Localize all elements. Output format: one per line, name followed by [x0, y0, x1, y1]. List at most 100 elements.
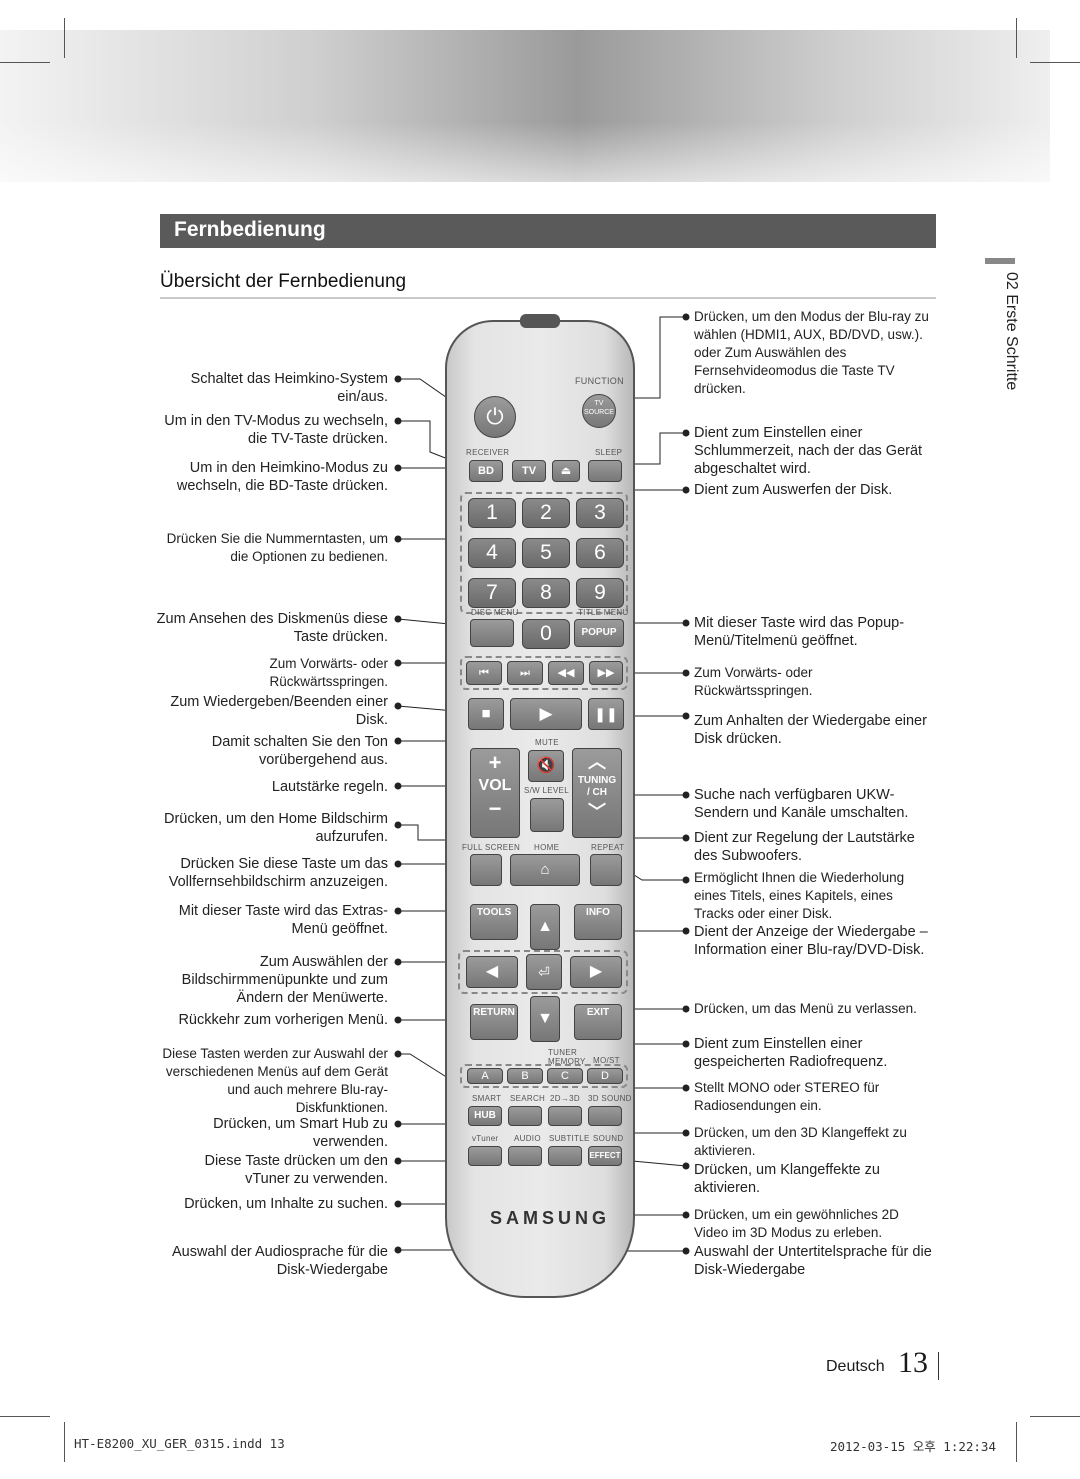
3d-sound-label: 3D SOUND: [588, 1094, 632, 1103]
stop-button[interactable]: ■: [468, 698, 504, 730]
exit-button[interactable]: EXIT: [574, 1004, 622, 1040]
label-bd-mode: Um in den Heimkino-Modus zu wechseln, di…: [176, 460, 388, 494]
crop-mark: [64, 18, 65, 58]
2d3d-label: 2D→3D: [550, 1094, 580, 1103]
sleep-button[interactable]: [588, 460, 622, 482]
label-audio: Auswahl der Audiosprache für die Disk-Wi…: [171, 1244, 388, 1278]
power-button[interactable]: ⏻: [474, 396, 516, 438]
label-search: Drücken, um Inhalte zu suchen.: [184, 1196, 388, 1212]
c-button[interactable]: C: [547, 1068, 583, 1084]
color-keys-frame: [460, 1064, 628, 1088]
number-7-button[interactable]: 7: [468, 578, 516, 608]
eject-button[interactable]: ⏏: [552, 460, 580, 482]
return-button[interactable]: RETURN: [470, 1004, 518, 1040]
mo-st-label: MO/ST: [593, 1056, 620, 1065]
tools-button[interactable]: TOOLS: [470, 904, 518, 940]
label-full-screen: Drücken Sie diese Taste um das Vollferns…: [168, 856, 388, 890]
effect-button[interactable]: EFFECT: [588, 1146, 622, 1166]
number-6-button[interactable]: 6: [576, 538, 624, 568]
skip-forward-button[interactable]: ⏭: [507, 661, 543, 685]
rewind-button[interactable]: ◀◀: [548, 661, 584, 685]
home-label: HOME: [534, 843, 560, 852]
label-subtitle: Auswahl der Untertitelsprache für die Di…: [694, 1244, 932, 1278]
function-button[interactable]: TV SOURCE: [582, 394, 616, 428]
function-label: FUNCTION: [575, 376, 624, 386]
play-button[interactable]: ▶: [510, 698, 582, 730]
pause-button[interactable]: ❚❚: [588, 698, 624, 730]
fast-forward-button[interactable]: ▶▶: [589, 661, 623, 685]
left-arrow-button[interactable]: ◀: [466, 956, 518, 988]
disc-menu-button[interactable]: [470, 619, 514, 647]
crop-mark: [0, 62, 50, 63]
bd-button[interactable]: BD: [469, 460, 503, 482]
up-arrow-button[interactable]: ▲: [530, 904, 560, 950]
page-number-rule: [938, 1352, 939, 1380]
number-4-button[interactable]: 4: [468, 538, 516, 568]
b-button[interactable]: B: [507, 1068, 543, 1084]
number-3-button[interactable]: 3: [576, 498, 624, 528]
skip-back-button[interactable]: ⏮: [466, 661, 502, 685]
number-1-button[interactable]: 1: [468, 498, 516, 528]
tuning-rocker[interactable]: ︿ TUNING / CH ﹀: [572, 748, 622, 838]
label-volume: Lautstärke regeln.: [271, 779, 388, 795]
d-button[interactable]: D: [587, 1068, 623, 1084]
label-smart-hub: Drücken, um Smart Hub zu verwenden.: [213, 1116, 388, 1150]
vtuner-button[interactable]: [468, 1146, 502, 1166]
subtitle-rule: [160, 297, 936, 299]
label-skip-right: Zum Vorwärts- oder Rückwärtsspringen.: [694, 665, 813, 698]
crop-mark: [1030, 1416, 1080, 1417]
repeat-label: REPEAT: [591, 843, 625, 852]
return-text: RETURN: [473, 1007, 515, 1018]
header-banner: [0, 30, 1050, 182]
search-label: SEARCH: [510, 1094, 546, 1103]
mute-button[interactable]: 🔇: [528, 750, 564, 782]
label-mo-st: Stellt MONO oder STEREO für Radiosendung…: [694, 1080, 880, 1113]
number-8-button[interactable]: 8: [522, 578, 570, 608]
number-2-button[interactable]: 2: [522, 498, 570, 528]
nav-frame: [458, 950, 628, 994]
2d-3d-button[interactable]: [548, 1106, 582, 1126]
brand-logo: SAMSUNG: [490, 1208, 611, 1228]
sw-level-button[interactable]: [530, 798, 564, 832]
section-bar: [160, 214, 936, 248]
label-power: Schaltet das Heimkino-System ein/aus.: [190, 371, 388, 405]
volume-rocker[interactable]: + VOL −: [470, 748, 520, 838]
tuning-text: TUNING: [577, 775, 617, 786]
crop-mark: [1030, 62, 1080, 63]
tools-text: TOOLS: [476, 907, 512, 918]
search-button[interactable]: [508, 1106, 542, 1126]
label-2d-3d: Drücken, um ein gewöhnliches 2D Video im…: [694, 1207, 899, 1240]
popup-button[interactable]: POPUP: [574, 619, 624, 647]
number-0-button[interactable]: 0: [522, 619, 570, 649]
page-subtitle: Übersicht der Fernbedienung: [160, 271, 407, 292]
sw-level-label: S/W LEVEL: [524, 786, 569, 795]
ch-text: / CH: [587, 787, 607, 798]
info-button[interactable]: INFO: [574, 904, 622, 940]
a-button[interactable]: A: [467, 1068, 503, 1084]
footer-filename: HT-E8200_XU_GER_0315.indd 13: [74, 1436, 285, 1451]
repeat-button[interactable]: [590, 854, 622, 886]
ir-window: [520, 314, 560, 328]
chapter-label: 02 Erste Schritte: [1003, 272, 1020, 391]
right-arrow-button[interactable]: ▶: [570, 956, 622, 988]
section-title: Fernbedienung: [174, 218, 326, 241]
home-button[interactable]: ⌂: [510, 854, 580, 886]
tv-button[interactable]: TV: [512, 460, 546, 482]
3d-sound-button[interactable]: [588, 1106, 622, 1126]
smart-hub-button[interactable]: HUB: [468, 1106, 502, 1126]
subtitle-button[interactable]: [548, 1146, 582, 1166]
label-function: Drücken, um den Modus der Blu-ray zu wäh…: [694, 309, 929, 396]
label-popup: Mit dieser Taste wird das Popup-Menü/Tit…: [694, 615, 905, 649]
vol-text: VOL: [478, 777, 512, 794]
full-screen-label: FULL SCREEN: [462, 843, 521, 852]
label-tuning: Suche nach verfügbaren UKW-Sendern und K…: [694, 787, 909, 821]
side-tab-marker: [985, 258, 1015, 264]
down-arrow-button[interactable]: ▼: [530, 996, 560, 1042]
label-color-keys: Diese Tasten werden zur Auswahl der vers…: [162, 1046, 388, 1115]
enter-button[interactable]: ⏎: [526, 954, 562, 990]
full-screen-button[interactable]: [470, 854, 502, 886]
crop-mark: [64, 1422, 65, 1462]
number-5-button[interactable]: 5: [522, 538, 570, 568]
number-9-button[interactable]: 9: [576, 578, 624, 608]
audio-button[interactable]: [508, 1146, 542, 1166]
